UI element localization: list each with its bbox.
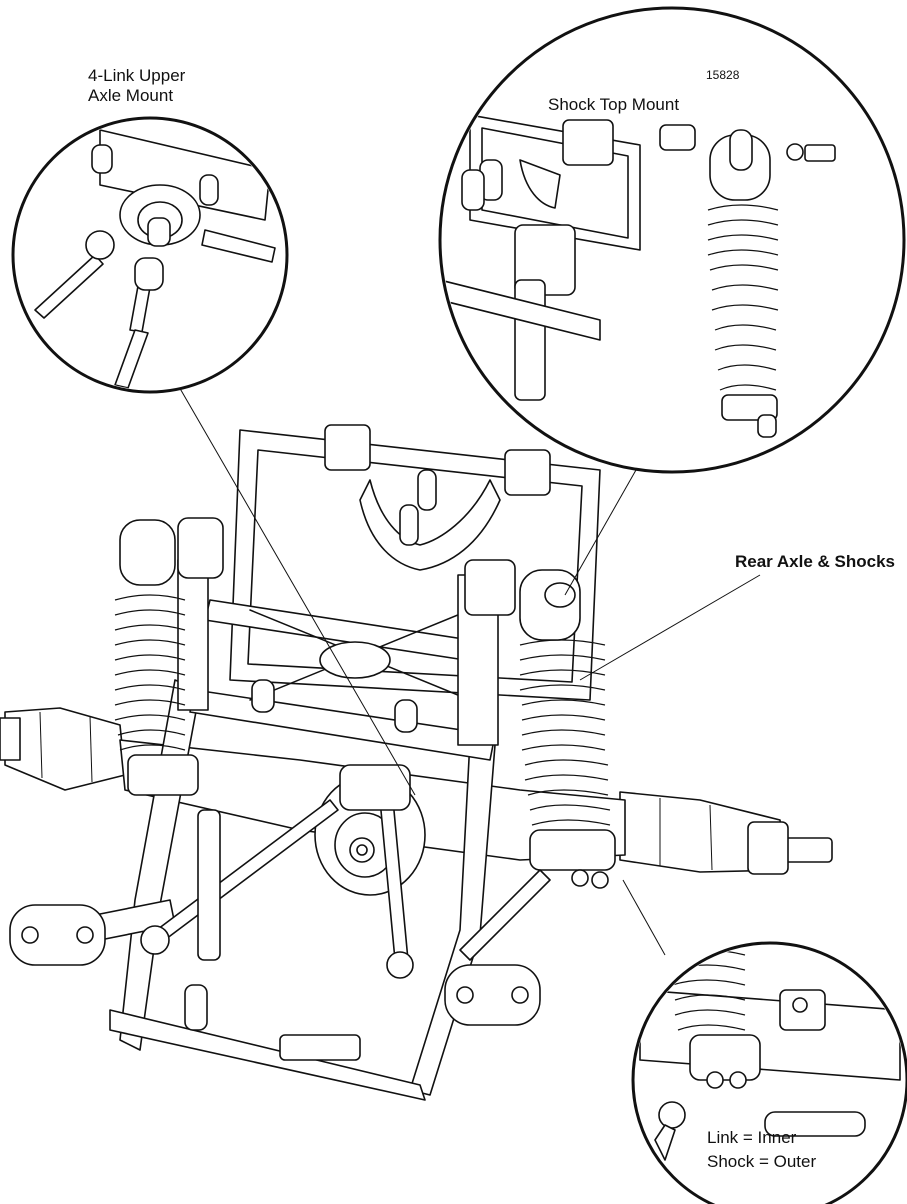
detail-shock-top bbox=[438, 6, 906, 474]
main-chassis-assembly bbox=[0, 424, 833, 1101]
rear-axle-shocks-label: Rear Axle & Shocks bbox=[735, 552, 895, 571]
lower-mounts bbox=[9, 904, 541, 1061]
link-inner-label: Link = Inner bbox=[707, 1128, 797, 1147]
shock-outer-label: Shock = Outer bbox=[707, 1152, 817, 1171]
left-shock bbox=[114, 517, 224, 796]
left-axle-tube bbox=[0, 707, 126, 791]
upper-mount-label: 4-Link Upper Axle Mount bbox=[88, 66, 185, 106]
upper-mount-label-line2: Axle Mount bbox=[88, 86, 174, 105]
right-shock bbox=[457, 559, 616, 889]
detail-upper-mount bbox=[11, 116, 289, 394]
shock-top-mount-label: Shock Top Mount bbox=[548, 95, 680, 114]
link-shock-label: Link = Inner Shock = Outer bbox=[707, 1128, 816, 1172]
right-axle-tube bbox=[619, 791, 833, 875]
part-number-label: 15828 bbox=[706, 68, 740, 82]
upper-mount-label-line1: 4-Link Upper bbox=[88, 66, 186, 85]
top-mounts bbox=[251, 424, 551, 733]
detail-link-shock bbox=[631, 941, 907, 1204]
links bbox=[140, 764, 551, 979]
